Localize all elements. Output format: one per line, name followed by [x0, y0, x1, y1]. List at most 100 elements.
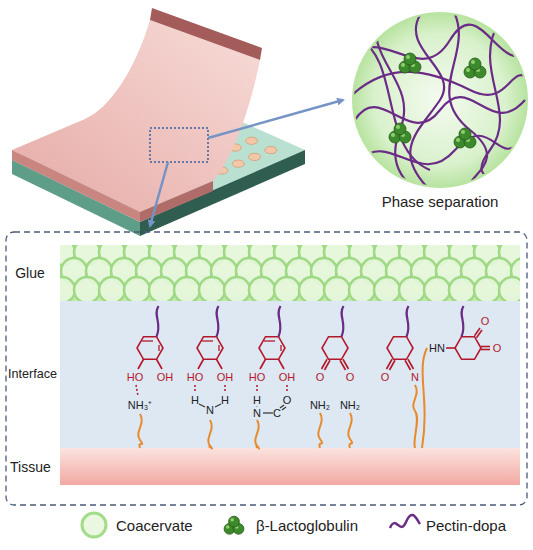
bond: [199, 404, 205, 407]
bond: [215, 404, 221, 407]
protein-blob: [459, 128, 471, 140]
coacervate-droplet: [499, 277, 520, 301]
coacervate-droplet: [399, 277, 425, 301]
protein-blob: [404, 53, 416, 65]
chain: [138, 414, 142, 448]
bond: [218, 345, 219, 351]
bond: [138, 359, 144, 369]
coacervate-droplet: [60, 277, 75, 301]
chain: [255, 420, 259, 449]
chemical-structures: [136, 306, 490, 449]
coacervate-droplet: [124, 277, 150, 301]
ring: [322, 337, 348, 360]
bond: [263, 412, 273, 413]
coacervate-droplet: [374, 277, 400, 301]
coacervate-droplet: [249, 277, 275, 301]
bond: [481, 349, 490, 351]
bond: [279, 359, 285, 369]
bond: [340, 360, 346, 370]
droplet: [265, 147, 277, 154]
tissue-band: [60, 448, 520, 485]
chain: [208, 420, 212, 449]
ring: [137, 337, 163, 360]
protein-highlight: [401, 63, 405, 67]
atom-label: H: [253, 394, 261, 407]
droplet: [246, 137, 258, 144]
coacervate-droplet: [149, 277, 175, 301]
legend-item: Pectin-dopa: [388, 510, 506, 540]
coacervate-droplet: [349, 277, 375, 301]
phase-circle: Phase separation: [352, 12, 528, 188]
chain: [422, 348, 427, 448]
protein-highlight: [471, 60, 475, 64]
bond: [280, 345, 281, 351]
atom-label: HO: [187, 371, 204, 384]
coacervate-droplet: [424, 277, 450, 301]
atom-label: C: [273, 407, 281, 420]
legend-swatch: [388, 510, 422, 540]
chain: [217, 306, 219, 337]
node-label: Glue: [15, 265, 45, 281]
protein-highlight: [396, 125, 400, 129]
chain: [348, 413, 352, 448]
swatch: [82, 513, 106, 537]
chain: [279, 306, 281, 337]
node-label: Tissue: [10, 459, 51, 475]
lactoglobulin-blobs: [389, 53, 486, 148]
coacervate-droplet: [224, 277, 250, 301]
atom-label: NH₂: [310, 399, 330, 412]
ring: [197, 337, 223, 360]
atom-label: O: [493, 342, 502, 355]
chain: [318, 413, 322, 448]
chain: [342, 306, 344, 337]
ring: [455, 337, 481, 360]
coacervate-droplet: [324, 277, 350, 301]
bond: [481, 346, 490, 348]
coacervate-droplet: [74, 277, 100, 301]
legend-item: β-Lactoglobulin: [218, 510, 358, 540]
zoom-box: [150, 128, 208, 162]
droplet: [249, 153, 261, 160]
bond: [202, 340, 213, 341]
coacervate-droplet: [474, 277, 500, 301]
atom-label: H: [191, 394, 199, 407]
coacervate-droplet: [99, 277, 125, 301]
swatch: [390, 515, 420, 528]
protein-highlight: [406, 55, 410, 59]
atom-label: O: [481, 315, 490, 328]
coacervate-droplet: [274, 277, 300, 301]
atom-label: O: [316, 371, 325, 384]
bond: [198, 359, 204, 369]
atom-label: OH: [279, 371, 296, 384]
bond: [158, 345, 159, 351]
bond: [136, 385, 138, 396]
chain: [413, 385, 417, 448]
bond: [282, 407, 286, 410]
node-label: Phase separation: [382, 193, 499, 210]
atom-label: HO: [127, 371, 144, 384]
bond: [390, 360, 396, 370]
protein-blob: [394, 123, 406, 135]
pectin-chains: [350, 5, 530, 200]
atom-label: NH₂: [340, 399, 360, 412]
bond: [224, 385, 226, 393]
bond: [217, 359, 223, 369]
legend-swatch: [218, 510, 252, 540]
legend-item: Coacervate: [78, 510, 193, 540]
upper-tissue-edge: [150, 8, 262, 60]
zoom-panel: [6, 232, 527, 505]
protein-highlight: [456, 138, 460, 142]
chain: [407, 306, 409, 337]
bond: [446, 347, 455, 349]
atom-label: NH₃⁺: [128, 399, 152, 412]
zoom-arrow: [150, 162, 168, 226]
coacervate-droplet: [174, 277, 200, 301]
legend-swatch: [78, 510, 112, 540]
legend-text: β-Lactoglobulin: [256, 517, 358, 534]
bond: [286, 385, 288, 393]
ring: [387, 337, 413, 360]
bond: [477, 330, 483, 338]
interface-band: [60, 301, 520, 448]
legend-text: Coacervate: [116, 517, 193, 534]
